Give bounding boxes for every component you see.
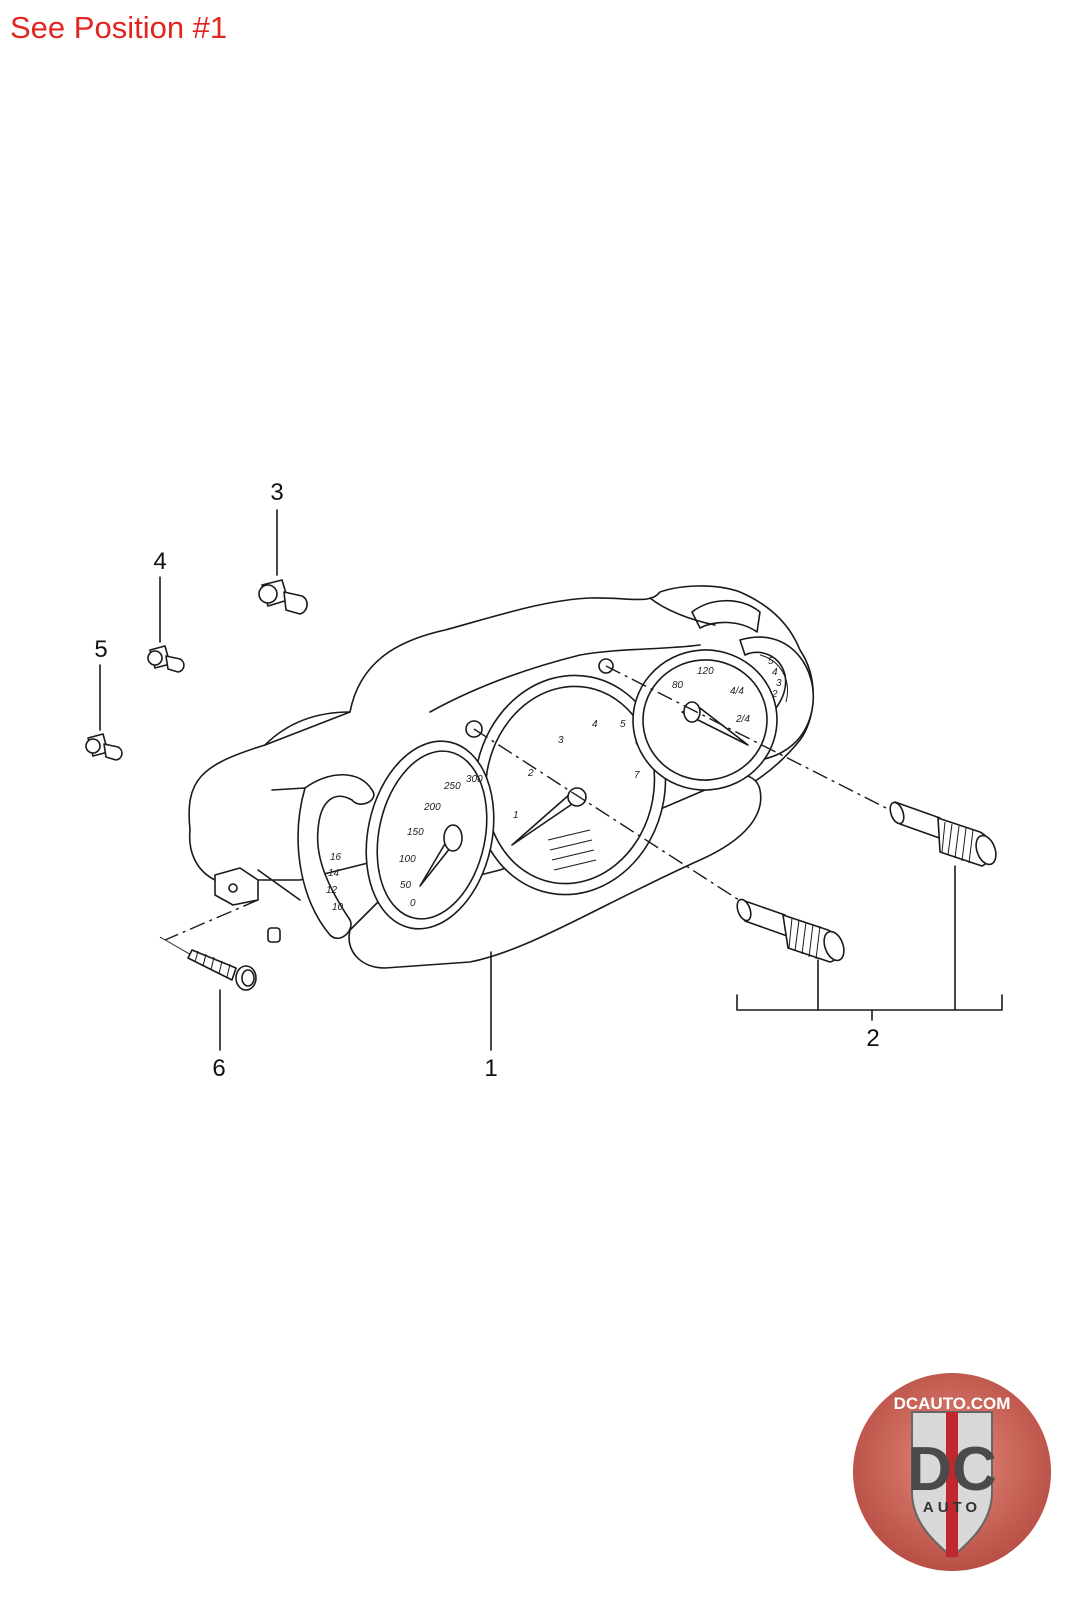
dcauto-logo-icon: DCAUTO.COM DC AUTO (853, 1373, 1051, 1571)
svg-text:0: 0 (410, 898, 416, 909)
svg-text:4/4: 4/4 (730, 686, 744, 697)
bulb-socket-5 (85, 733, 123, 761)
svg-text:2: 2 (771, 689, 778, 700)
svg-text:16: 16 (330, 852, 342, 863)
svg-text:5: 5 (620, 719, 626, 730)
bulb-socket-4 (147, 645, 185, 673)
svg-text:100: 100 (399, 854, 416, 865)
svg-text:4: 4 (592, 719, 598, 730)
svg-text:300: 300 (466, 774, 483, 785)
callout-6: 6 (212, 1055, 225, 1082)
reset-knob-lower (736, 898, 845, 963)
svg-text:5: 5 (768, 656, 774, 667)
logo-letters: DC (907, 1435, 997, 1504)
position-note: See Position #1 (10, 10, 228, 45)
callout-2: 2 (866, 1025, 879, 1052)
callout-5: 5 (94, 636, 107, 663)
svg-text:12: 12 (326, 885, 338, 896)
callout-1: 1 (484, 1055, 497, 1082)
leader-lines (99, 509, 1003, 1051)
callout-3: 3 (270, 479, 283, 506)
svg-text:3: 3 (558, 735, 564, 746)
callout-4: 4 (153, 548, 166, 575)
svg-text:120: 120 (697, 666, 714, 677)
mounting-screw-6 (187, 949, 257, 991)
svg-text:4: 4 (772, 667, 778, 678)
svg-text:2: 2 (527, 768, 534, 779)
bulb-socket-3 (258, 579, 308, 615)
svg-text:250: 250 (443, 781, 461, 792)
svg-text:200: 200 (423, 802, 441, 813)
svg-text:2/4: 2/4 (735, 714, 750, 725)
svg-text:10: 10 (332, 902, 344, 913)
svg-text:50: 50 (400, 880, 412, 891)
logo-bottom-text: AUTO (923, 1499, 981, 1516)
svg-text:7: 7 (634, 770, 640, 781)
svg-text:14: 14 (328, 868, 340, 879)
svg-text:80: 80 (672, 680, 684, 691)
logo-top-text: DCAUTO.COM (894, 1394, 1011, 1413)
instrument-cluster: 1 2 3 4 5 6 7 0 50 100 150 200 250 300 8… (188, 585, 814, 969)
svg-text:1: 1 (513, 810, 519, 821)
svg-text:150: 150 (407, 827, 424, 838)
reset-knob-upper (889, 801, 997, 867)
svg-text:3: 3 (776, 678, 782, 689)
